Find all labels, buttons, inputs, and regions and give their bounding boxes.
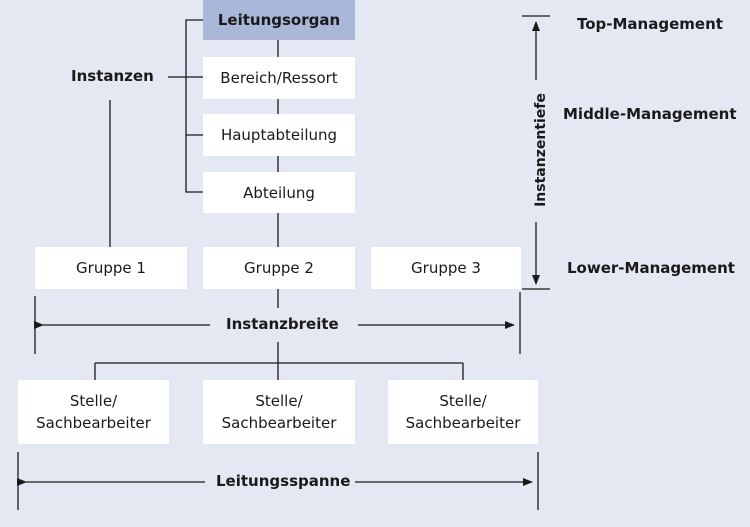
abteilung-box: Abteilung — [203, 172, 355, 213]
gruppe-3-box: Gruppe 3 — [371, 247, 521, 289]
gruppe-2-box: Gruppe 2 — [203, 247, 355, 289]
lower-management-label: Lower-Management — [567, 259, 735, 277]
stelle-box-1: Stelle/ Sachbearbeiter — [18, 380, 169, 444]
stelle-line2: Sachbearbeiter — [36, 414, 151, 432]
instanzbreite-label: Instanzbreite — [226, 315, 339, 333]
hauptabteilung-box: Hauptabteilung — [203, 114, 355, 156]
bereich-ressort-box: Bereich/Ressort — [203, 57, 355, 99]
stelle-box-3: Stelle/ Sachbearbeiter — [388, 380, 538, 444]
top-management-label: Top-Management — [577, 15, 723, 33]
stelle-box-2: Stelle/ Sachbearbeiter — [203, 380, 355, 444]
instanzentiefe-label: Instanzentiefe — [533, 88, 549, 212]
stelle-line1: Stelle/ — [439, 392, 487, 410]
leitungsorgan-box: Leitungsorgan — [203, 0, 355, 40]
stelle-line2: Sachbearbeiter — [405, 414, 521, 432]
instanzen-label: Instanzen — [71, 67, 154, 85]
stelle-line1: Stelle/ — [255, 392, 303, 410]
stelle-line2: Sachbearbeiter — [221, 414, 337, 432]
leitungsspanne-label: Leitungsspanne — [216, 472, 351, 490]
instanzen-bracket — [185, 19, 203, 193]
stelle-line1: Stelle/ — [69, 392, 118, 410]
middle-management-label: Middle-Management — [563, 105, 737, 123]
gruppe-1-box: Gruppe 1 — [35, 247, 187, 289]
